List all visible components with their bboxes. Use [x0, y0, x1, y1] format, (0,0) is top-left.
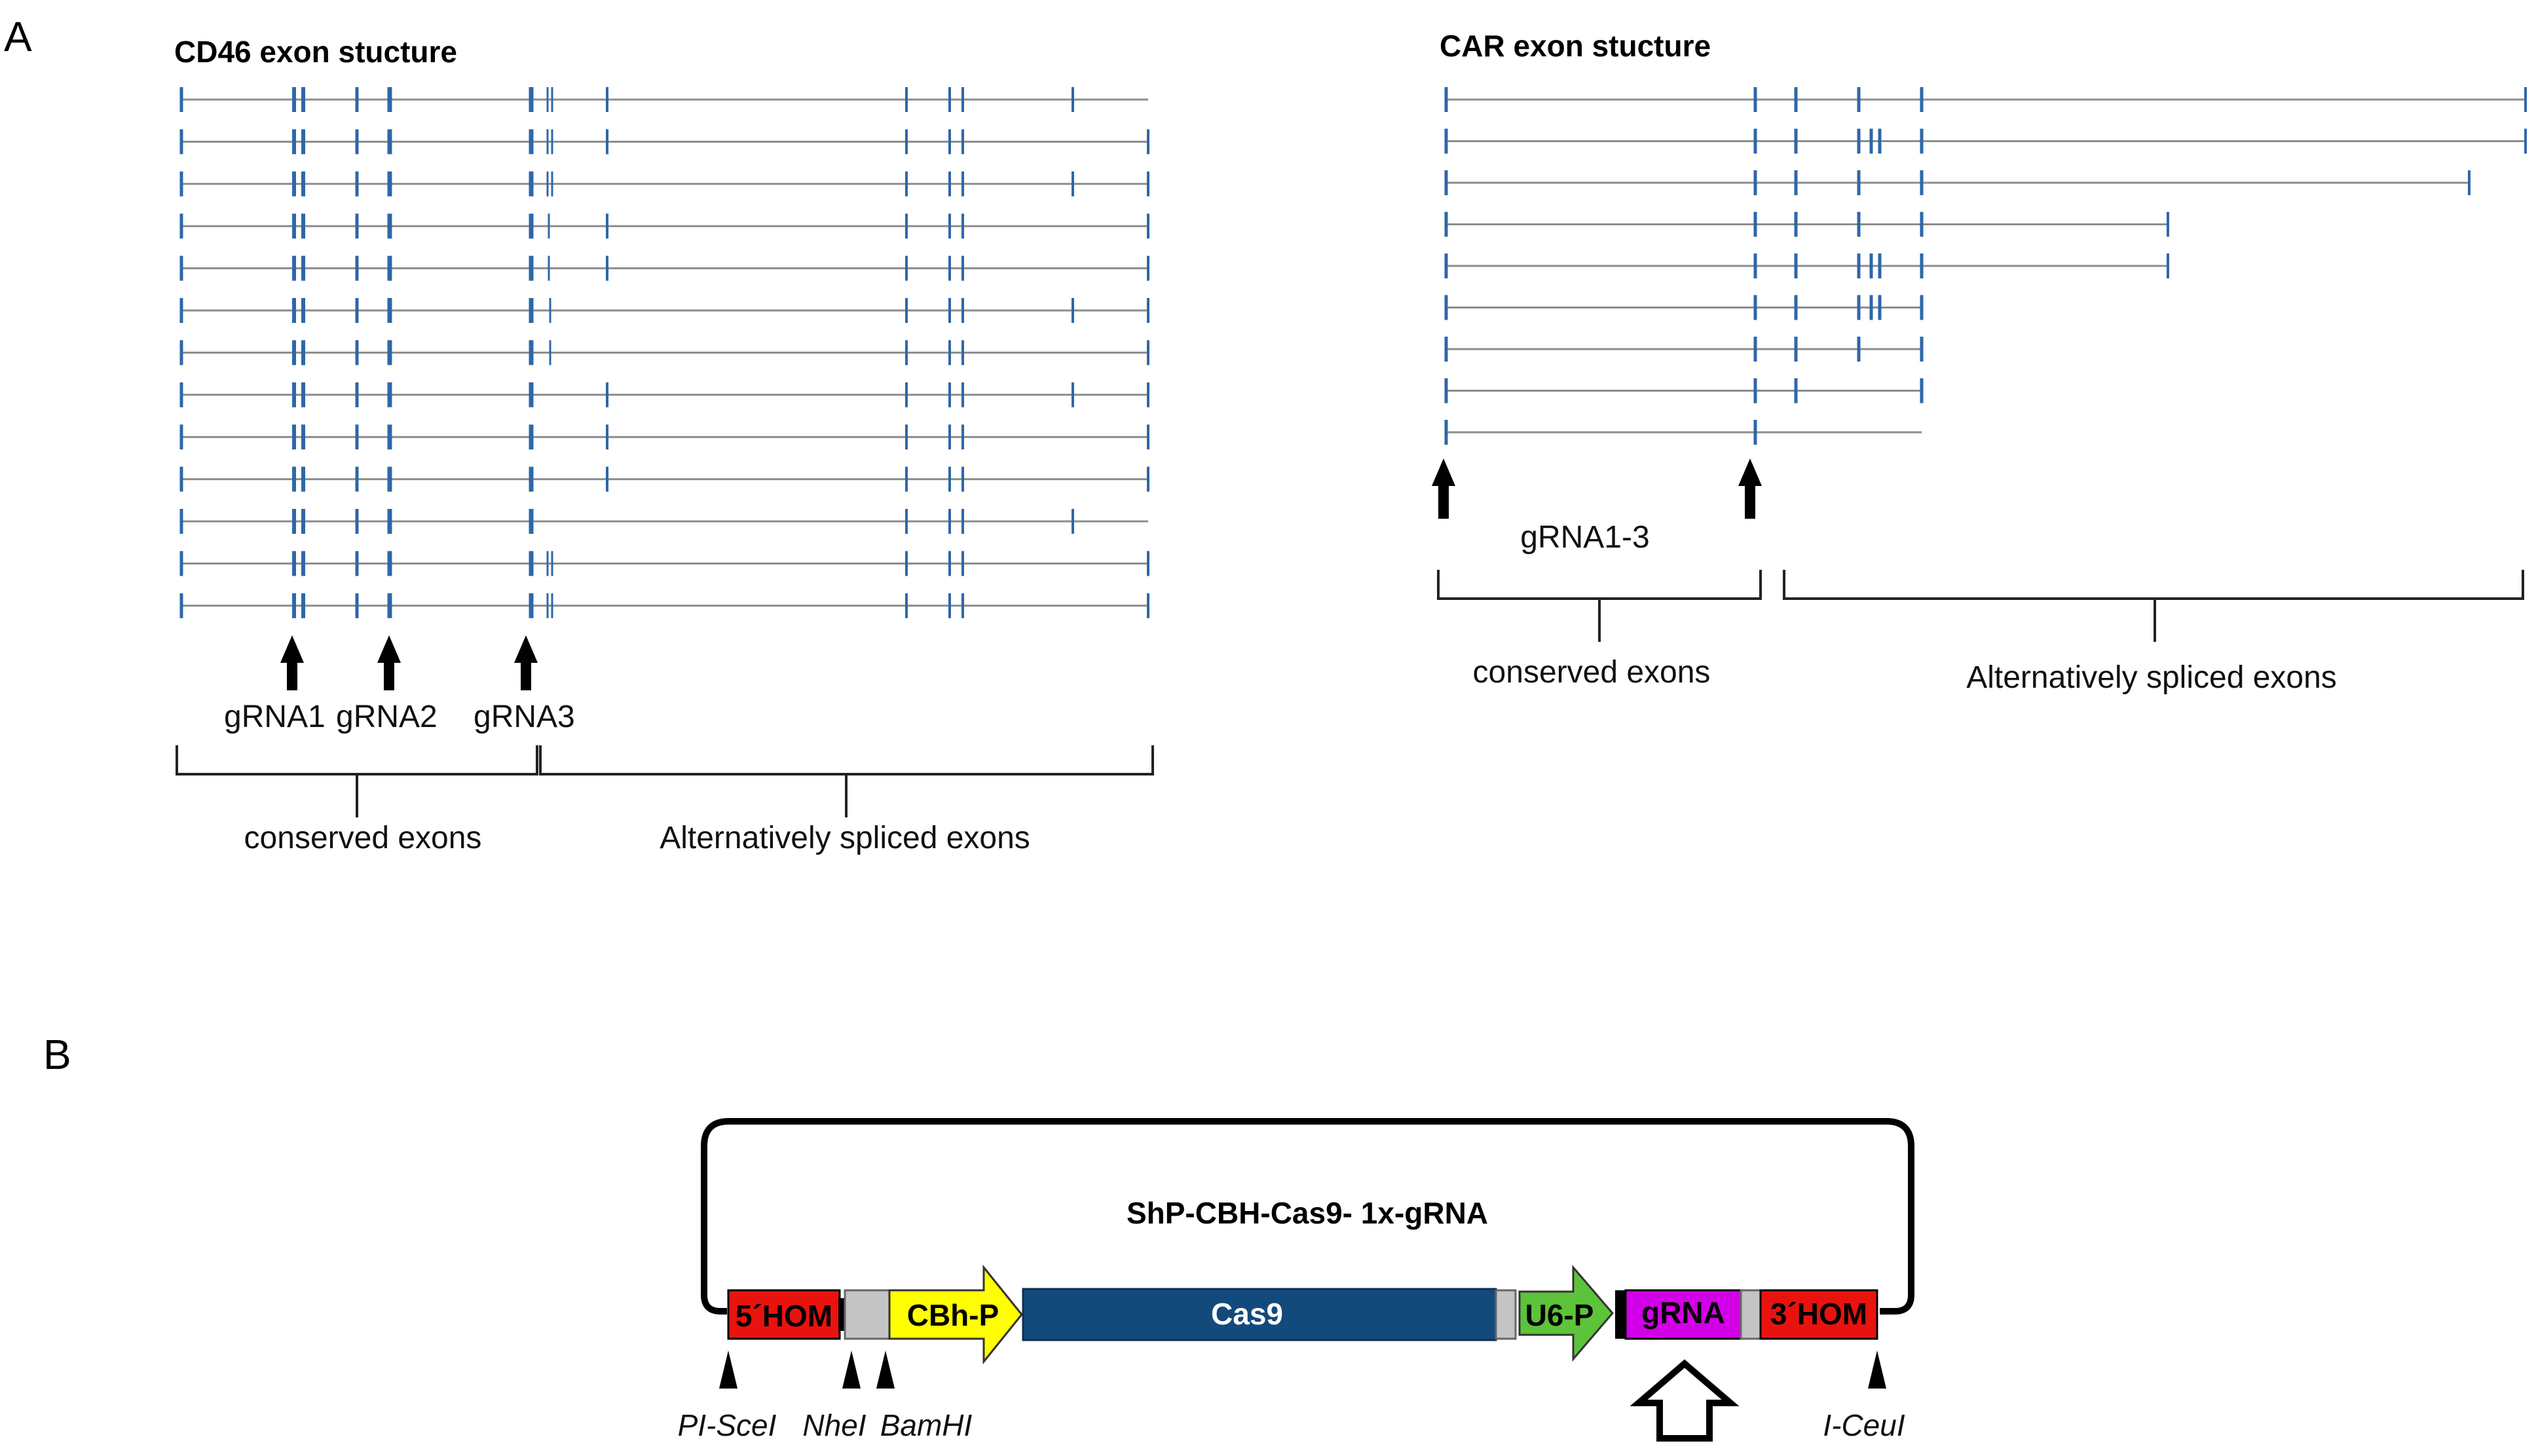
cbh-label: CBh-P [907, 1298, 999, 1332]
cd46-grna1-arrow [280, 635, 304, 690]
nhei-site-marker [842, 1351, 861, 1389]
u6-label: U6-P [1525, 1298, 1594, 1332]
cd46-grna3-label: gRNA3 [474, 700, 575, 734]
plasmid-title: ShP-CBH-Cas9- 1x-gRNA [1127, 1196, 1488, 1230]
cd46-grna2-label: gRNA2 [336, 700, 438, 734]
car-title: CAR exon stucture [1440, 29, 1711, 63]
cd46-transcripts [179, 87, 1149, 618]
cd46-brace-conserved [176, 745, 538, 817]
cd46-alternative-label: Alternatively spliced exons [660, 821, 1030, 855]
car-conserved-label: conserved exons [1473, 655, 1711, 690]
cd46-grna2-arrow [377, 635, 401, 690]
grna-insertion-arrow [1630, 1359, 1740, 1442]
spacer-segment [1495, 1289, 1517, 1340]
spacer-segment [844, 1289, 891, 1340]
i-ceui-label: I-CeuI [1823, 1408, 1905, 1442]
car-grna-label: gRNA1-3 [1520, 520, 1649, 555]
plasmid-backbone [701, 1118, 1914, 1315]
car-alternative-label: Alternatively spliced exons [1966, 660, 2337, 695]
junction-mark [1615, 1290, 1626, 1339]
i-ceui-site-marker [1868, 1351, 1886, 1389]
hom3-label: 3´HOM [1770, 1297, 1867, 1331]
cd46-title: CD46 exon stucture [174, 35, 457, 69]
grna-segment [1624, 1289, 1742, 1340]
car-grna-arrow-left [1432, 458, 1455, 519]
car-grna-arrow-right [1738, 458, 1762, 519]
cd46-grna3-arrow [514, 635, 538, 690]
cd46-brace-alternative [539, 745, 1154, 817]
panel-label-a: A [4, 13, 32, 60]
spacer-segment [1740, 1289, 1762, 1340]
cd46-grna1-label: gRNA1 [224, 700, 326, 734]
cbh-promoter-arrow [888, 1264, 1023, 1365]
hom3-segment [1759, 1289, 1878, 1340]
pi-scei-label: PI-SceI [678, 1408, 777, 1442]
car-brace-alternative [1783, 570, 2524, 642]
cd46-conserved-label: conserved exons [244, 821, 482, 855]
pi-scei-site-marker [719, 1351, 737, 1389]
car-transcripts [1444, 87, 2527, 445]
u6-promoter-arrow [1518, 1264, 1614, 1362]
grna-label: gRNA [1641, 1296, 1725, 1330]
bamhi-label: BamHI [880, 1408, 973, 1442]
car-brace-conserved [1437, 570, 1762, 642]
nhei-label: NheI [802, 1408, 866, 1442]
junction-mark [838, 1298, 845, 1331]
cas9-segment [1022, 1288, 1497, 1341]
hom5-label: 5´HOM [736, 1299, 832, 1333]
bamhi-site-marker [876, 1351, 895, 1389]
panel-label-b: B [43, 1031, 71, 1078]
cas9-label: Cas9 [1211, 1297, 1283, 1331]
